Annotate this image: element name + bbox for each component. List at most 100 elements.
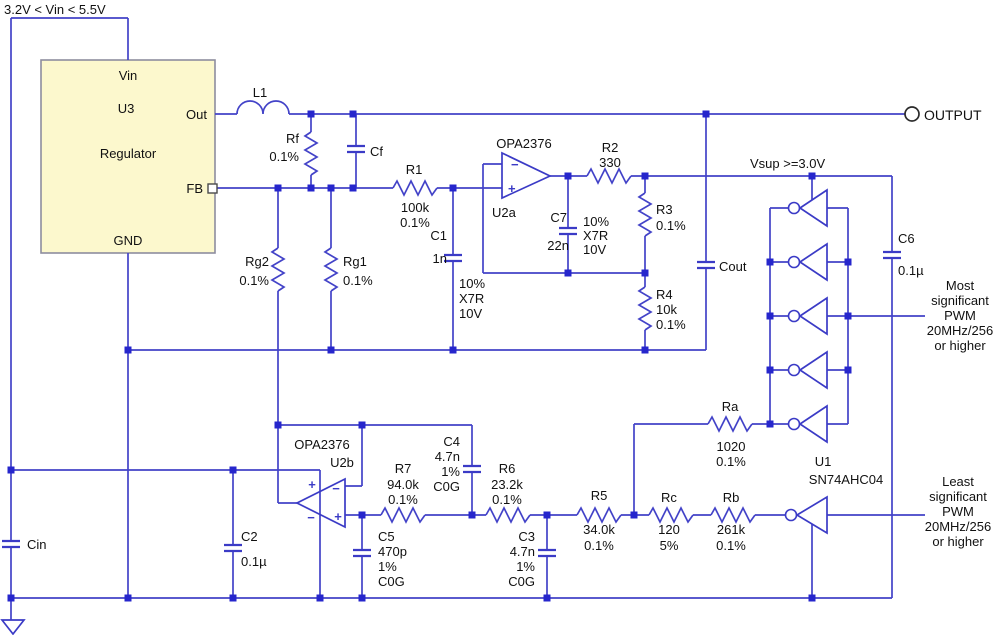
label-cout-ref: Cout [719, 259, 747, 274]
inverter-3-bubble [787, 309, 801, 323]
label-rc-value: 120 [658, 522, 680, 537]
capacitor-c1 [444, 253, 462, 263]
label-r1-tol: 0.1% [400, 215, 430, 230]
u2a-plus-input: + [508, 181, 516, 196]
inverter-6 [795, 495, 828, 535]
lsb-line5: or higher [932, 534, 984, 549]
label-c4-type: C0G [433, 479, 460, 494]
label-c2-ref: C2 [241, 529, 258, 544]
resistor-ra [707, 415, 753, 433]
resistor-r4 [637, 286, 653, 331]
label-rb-value: 261k [717, 522, 746, 537]
label-c7-tol: 10% [583, 214, 609, 229]
u2b-minus-input: − [332, 481, 340, 496]
label-c6-ref: C6 [898, 231, 915, 246]
label-r4-tol: 0.1% [656, 317, 686, 332]
label-c7-type: X7R [583, 228, 608, 243]
inverter-1 [798, 188, 828, 228]
label-rf-ref: Rf [286, 131, 299, 146]
label-c4-tol: 1% [441, 464, 460, 479]
resistor-r2 [586, 167, 632, 185]
capacitor-c3 [538, 548, 556, 558]
regulator-box [40, 59, 216, 254]
vsup-label: Vsup >=3.0V [750, 156, 825, 171]
label-r3-tol: 0.1% [656, 218, 686, 233]
label-c1-tol: 10% [459, 276, 485, 291]
resistor-r3 [637, 192, 653, 237]
label-rf-tol: 0.1% [269, 149, 299, 164]
label-c1-ref: C1 [430, 228, 447, 243]
label-r3-ref: R3 [656, 202, 673, 217]
msb-line5: or higher [934, 338, 986, 353]
inverter-2 [798, 242, 828, 282]
label-rc-ref: Rc [661, 490, 677, 505]
resistor-r6 [485, 506, 531, 524]
inverter-5-bubble [787, 417, 801, 431]
label-r7-ref: R7 [395, 461, 412, 476]
label-c3-value: 4.7n [510, 544, 535, 559]
resistor-rg1 [323, 247, 339, 292]
label-ra-ref: Ra [722, 399, 739, 414]
msb-line3: PWM [944, 308, 976, 323]
label-r2-value: 330 [599, 155, 621, 170]
regulator-pin-gnd: GND [114, 233, 143, 248]
label-r2-ref: R2 [602, 140, 619, 155]
label-rb-tol: 0.1% [716, 538, 746, 553]
label-r4-value: 10k [656, 302, 677, 317]
capacitor-c6 [883, 250, 901, 260]
inverter-bank [784, 188, 828, 535]
capacitor-c7 [559, 226, 577, 236]
opamp-u2a [501, 151, 553, 200]
regulator-pin-fb: FB [186, 181, 203, 196]
label-c5-tol: 1% [378, 559, 397, 574]
lsb-line1: Least [942, 474, 974, 489]
resistor-symbols [270, 131, 756, 524]
label-c7-ref: C7 [550, 210, 567, 225]
label-rc-tol: 5% [660, 538, 679, 553]
u2b-vplus-mark: + [308, 477, 316, 492]
u2b-plus-input: + [334, 509, 342, 524]
lsb-line4: 20MHz/256 [925, 519, 991, 534]
label-r5-tol: 0.1% [584, 538, 614, 553]
fb-pin-square [207, 183, 218, 194]
label-c7-value: 22n [547, 238, 569, 253]
label-rb-ref: Rb [723, 490, 740, 505]
capacitor-c4 [463, 464, 481, 474]
label-r4-ref: R4 [656, 287, 673, 302]
output-terminal [904, 106, 920, 122]
capacitor-cin [2, 539, 20, 549]
label-c1-rating: 10V [459, 306, 482, 321]
label-r6-ref: R6 [499, 461, 516, 476]
label-c5-ref: C5 [378, 529, 395, 544]
inverter-4-bubble [787, 363, 801, 377]
label-c4-ref: C4 [443, 434, 460, 449]
label-c5-type: C0G [378, 574, 405, 589]
resistor-r7 [380, 506, 426, 524]
capacitor-symbols [2, 144, 901, 558]
label-l1: L1 [253, 85, 267, 100]
resistor-r1 [392, 179, 438, 197]
inverter-2-bubble [787, 255, 801, 269]
resistor-r5 [576, 506, 622, 524]
output-label: OUTPUT [924, 107, 982, 123]
input-voltage-label: 3.2V < Vin < 5.5V [4, 2, 106, 17]
label-u2b-part: OPA2376 [294, 437, 349, 452]
label-r7-tol: 0.1% [388, 492, 418, 507]
label-r1-value: 100k [401, 200, 430, 215]
label-c1-value: 1n [433, 251, 447, 266]
label-c5-value: 470p [378, 544, 407, 559]
label-ra-value: 1020 [717, 439, 746, 454]
label-rg1-tol: 0.1% [343, 273, 373, 288]
label-r6-value: 23.2k [491, 477, 523, 492]
inductor-l1 [236, 100, 290, 115]
label-rg1-ref: Rg1 [343, 254, 367, 269]
label-u2a-part: OPA2376 [496, 136, 551, 151]
inverter-6-bubble [784, 508, 798, 522]
capacitor-cout [697, 260, 715, 270]
label-c1-type: X7R [459, 291, 484, 306]
resistor-rf [303, 131, 319, 176]
label-r5-ref: R5 [591, 488, 608, 503]
label-c3-ref: C3 [518, 529, 535, 544]
resistor-rc [648, 506, 694, 524]
label-r1-ref: R1 [406, 162, 423, 177]
